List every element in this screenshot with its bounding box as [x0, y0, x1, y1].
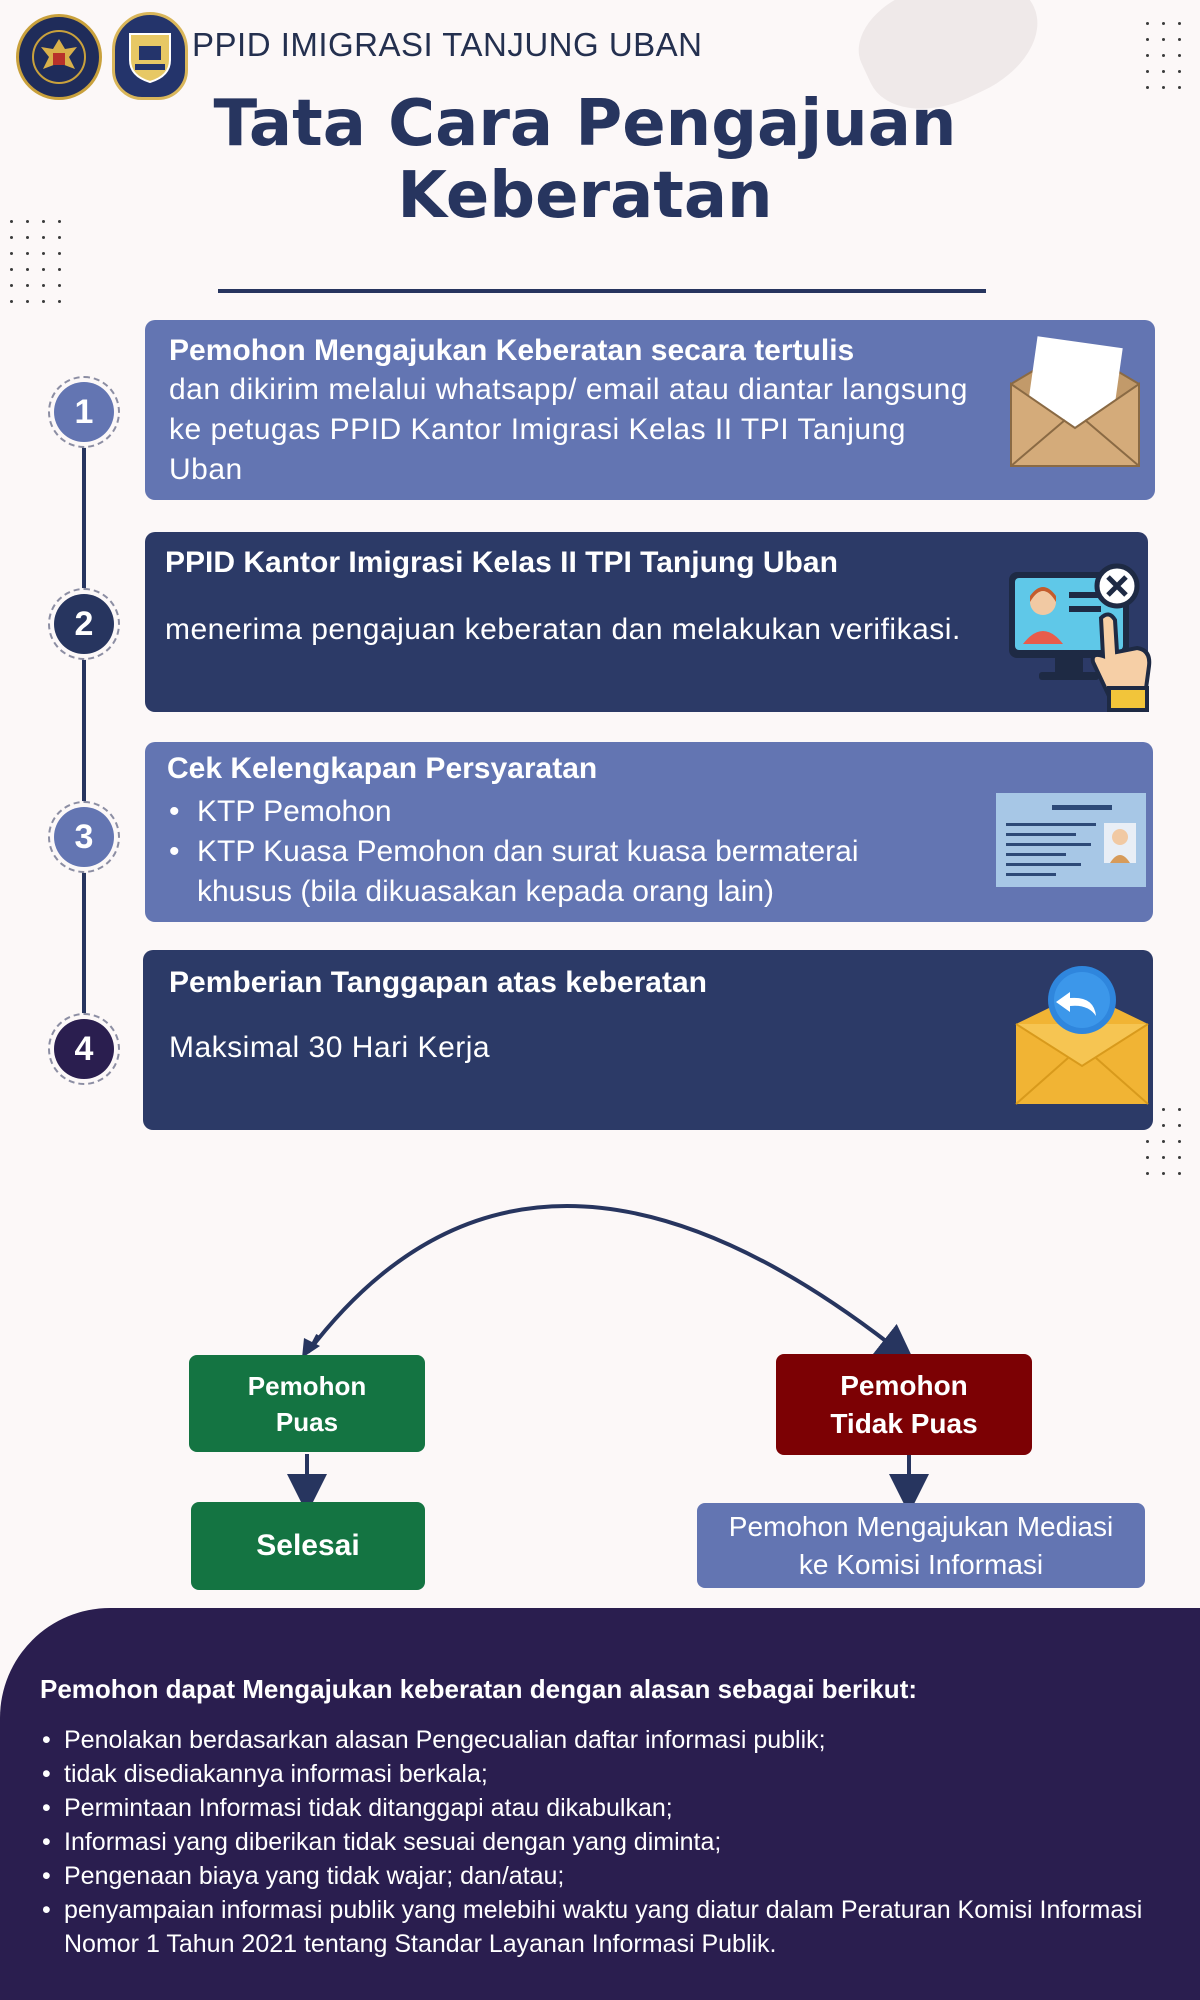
step-4-card: Pemberian Tanggapan atas keberatan Maksi… — [143, 950, 1153, 1130]
step-3-number-badge: 3 — [48, 801, 120, 873]
finished-box: Selesai — [191, 1502, 425, 1590]
not-satisfied-box: Pemohon Tidak Puas — [776, 1354, 1032, 1455]
list-item: tidak disediakannya informasi berkala; — [40, 1757, 1170, 1791]
step-1-card: Pemohon Mengajukan Keberatan secara tert… — [145, 320, 1155, 500]
flow-arrows — [287, 1204, 929, 1514]
computer-verification-icon — [1005, 562, 1155, 717]
list-item: KTP Pemohon — [167, 792, 957, 832]
decorative-dots — [10, 220, 61, 303]
reply-mail-icon — [1012, 962, 1152, 1113]
step-2-text: menerima pengajuan keberatan dan melakuk… — [165, 613, 961, 646]
step-1-number-badge: 1 — [48, 376, 120, 448]
list-item: Pengenaan biaya yang tidak wajar; dan/at… — [40, 1859, 1170, 1893]
mediation-box: Pemohon Mengajukan Mediasi ke Komisi Inf… — [697, 1503, 1145, 1588]
list-item: KTP Kuasa Pemohon dan surat kuasa bermat… — [167, 832, 957, 912]
list-item: penyampaian informasi publik yang melebi… — [40, 1893, 1170, 1961]
list-item: Permintaan Informasi tidak ditanggapi at… — [40, 1791, 1170, 1825]
list-item: Informasi yang diberikan tidak sesuai de… — [40, 1825, 1170, 1859]
step-2-title: PPID Kantor Imigrasi Kelas II TPI Tanjun… — [165, 546, 838, 579]
list-item: Penolakan berdasarkan alasan Pengecualia… — [40, 1723, 1170, 1757]
imigrasi-logo — [112, 12, 188, 100]
step-4-text: Maksimal 30 Hari Kerja — [169, 1031, 491, 1064]
requirements-list: KTP Pemohon KTP Kuasa Pemohon dan surat … — [167, 792, 957, 912]
step-3-card: Cek Kelengkapan Persyaratan KTP Pemohon … — [145, 742, 1153, 922]
organization-name: PPID IMIGRASI TANJUNG UBAN — [192, 26, 703, 63]
page-title: Tata Cara Pengajuan Keberatan — [90, 88, 1080, 232]
satisfied-box: Pemohon Puas — [189, 1355, 425, 1452]
objection-reasons-list: Penolakan berdasarkan alasan Pengecualia… — [40, 1723, 1170, 1961]
step-4-number-badge: 4 — [48, 1013, 120, 1085]
step-4-title: Pemberian Tanggapan atas keberatan — [169, 966, 707, 999]
page-title-line2: Keberatan — [397, 159, 773, 233]
page-title-line1: Tata Cara Pengajuan — [213, 87, 957, 161]
id-card-icon — [996, 793, 1146, 892]
decorative-dots — [1146, 22, 1181, 89]
garuda-emblem-logo — [16, 14, 102, 100]
step-1-text: dan dikirim melalui whatsapp/ email atau… — [169, 373, 968, 486]
title-divider — [218, 289, 986, 293]
step-2-card: PPID Kantor Imigrasi Kelas II TPI Tanjun… — [145, 532, 1148, 712]
footer-heading: Pemohon dapat Mengajukan keberatan denga… — [40, 1674, 918, 1704]
envelope-icon — [1005, 332, 1145, 477]
step-2-number-badge: 2 — [48, 588, 120, 660]
step-3-title: Cek Kelengkapan Persyaratan — [167, 752, 598, 785]
timeline-line — [82, 410, 86, 1050]
step-1-title: Pemohon Mengajukan Keberatan secara tert… — [169, 334, 855, 367]
